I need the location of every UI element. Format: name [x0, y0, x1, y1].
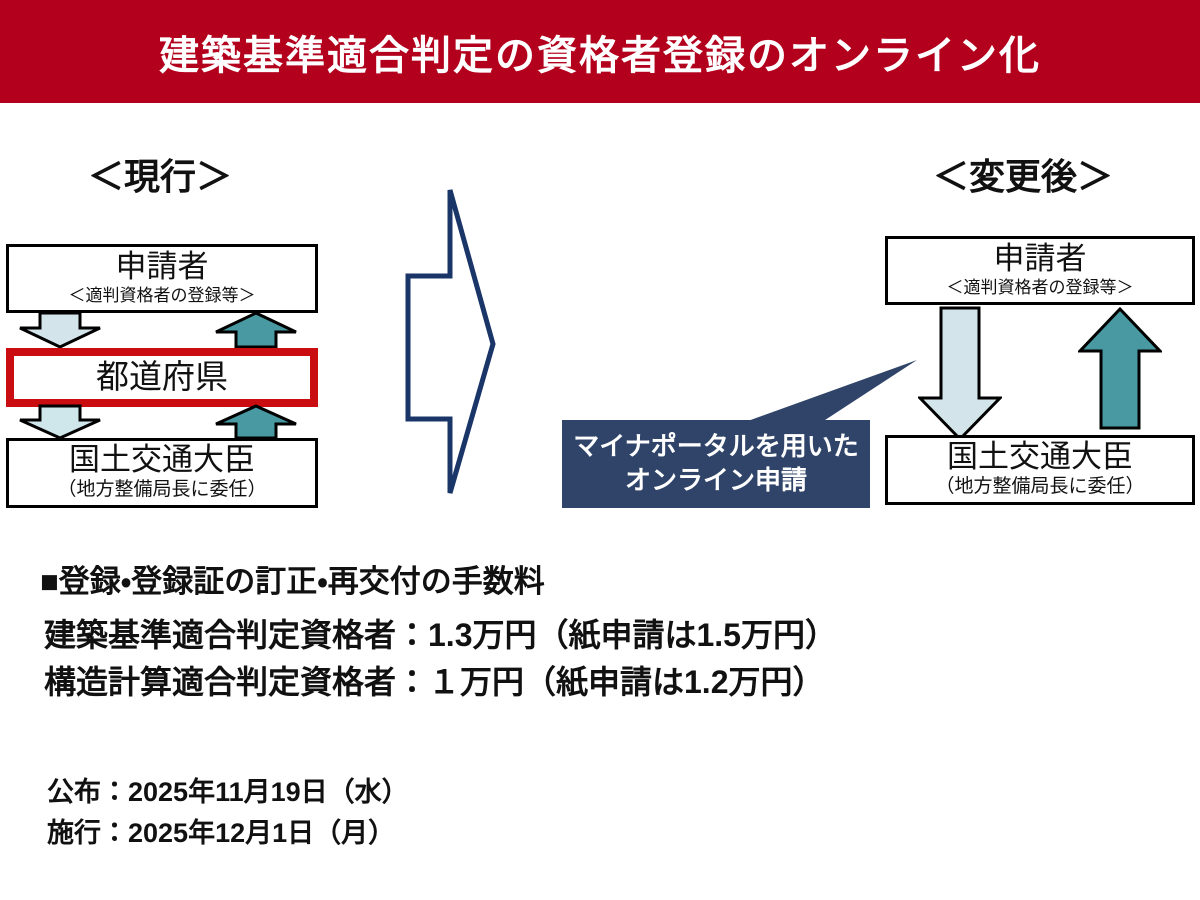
- prefecture-box: 都道府県: [6, 348, 318, 407]
- current-minister-box: 国土交通大臣 （地方整備局長に委任）: [6, 438, 318, 508]
- page-title: 建築基準適合判定の資格者登録のオンライン化: [159, 33, 1041, 78]
- up-arrow-icon: [1078, 307, 1162, 430]
- callout-line1: マイナポータルを用いた: [573, 431, 859, 462]
- down-arrow-icon: [19, 404, 101, 440]
- after-section-heading: ＜変更後＞: [933, 156, 1114, 197]
- current-section-heading: ＜現行＞: [88, 156, 233, 197]
- fee-line-structural: 構造計算適合判定資格者：１万円（紙申請は1.2万円）: [44, 664, 825, 700]
- callout-line2: オンライン申請: [624, 465, 807, 495]
- promulgation-date-line: 公布：2025年11月19日（水）: [47, 777, 409, 807]
- fee-line-building: 建築基準適合判定資格者：1.3万円（紙申請は1.5万円）: [44, 617, 837, 653]
- after-applicant-title: 申請者: [993, 241, 1087, 277]
- after-applicant-box: 申請者 ＜適判資格者の登録等＞: [885, 236, 1195, 305]
- after-minister-title: 国土交通大臣: [947, 439, 1133, 475]
- current-minister-subtitle: （地方整備局長に委任）: [57, 478, 267, 500]
- date-lines: 公布：2025年11月19日（水） 施行：2025年12月1日（月）: [47, 772, 409, 854]
- transition-arrow-icon: [405, 189, 496, 494]
- down-arrow-icon: [19, 311, 101, 349]
- down-arrow-icon: [918, 306, 1002, 442]
- current-applicant-box: 申請者 ＜適判資格者の登録等＞: [6, 244, 318, 313]
- callout-pointer-icon: [745, 360, 917, 422]
- up-arrow-icon: [215, 404, 297, 440]
- current-minister-title: 国土交通大臣: [69, 442, 255, 478]
- after-minister-subtitle: （地方整備局長に委任）: [935, 475, 1145, 497]
- mynaportal-callout: マイナポータルを用いた オンライン申請: [562, 420, 870, 508]
- after-applicant-subtitle: ＜適判資格者の登録等＞: [946, 277, 1134, 297]
- title-banner: 建築基準適合判定の資格者登録のオンライン化: [0, 0, 1200, 103]
- up-arrow-icon: [215, 311, 297, 349]
- enforcement-date-line: 施行：2025年12月1日（月）: [47, 818, 396, 848]
- fees-lines: 建築基準適合判定資格者：1.3万円（紙申請は1.5万円） 構造計算適合判定資格者…: [44, 612, 837, 706]
- fees-heading: ■登録・登録証の訂正・再交付の手数料: [40, 564, 545, 599]
- prefecture-title: 都道府県: [96, 358, 228, 396]
- after-minister-box: 国土交通大臣 （地方整備局長に委任）: [885, 435, 1195, 505]
- current-applicant-subtitle: ＜適判資格者の登録等＞: [68, 285, 256, 305]
- current-applicant-title: 申請者: [115, 249, 209, 285]
